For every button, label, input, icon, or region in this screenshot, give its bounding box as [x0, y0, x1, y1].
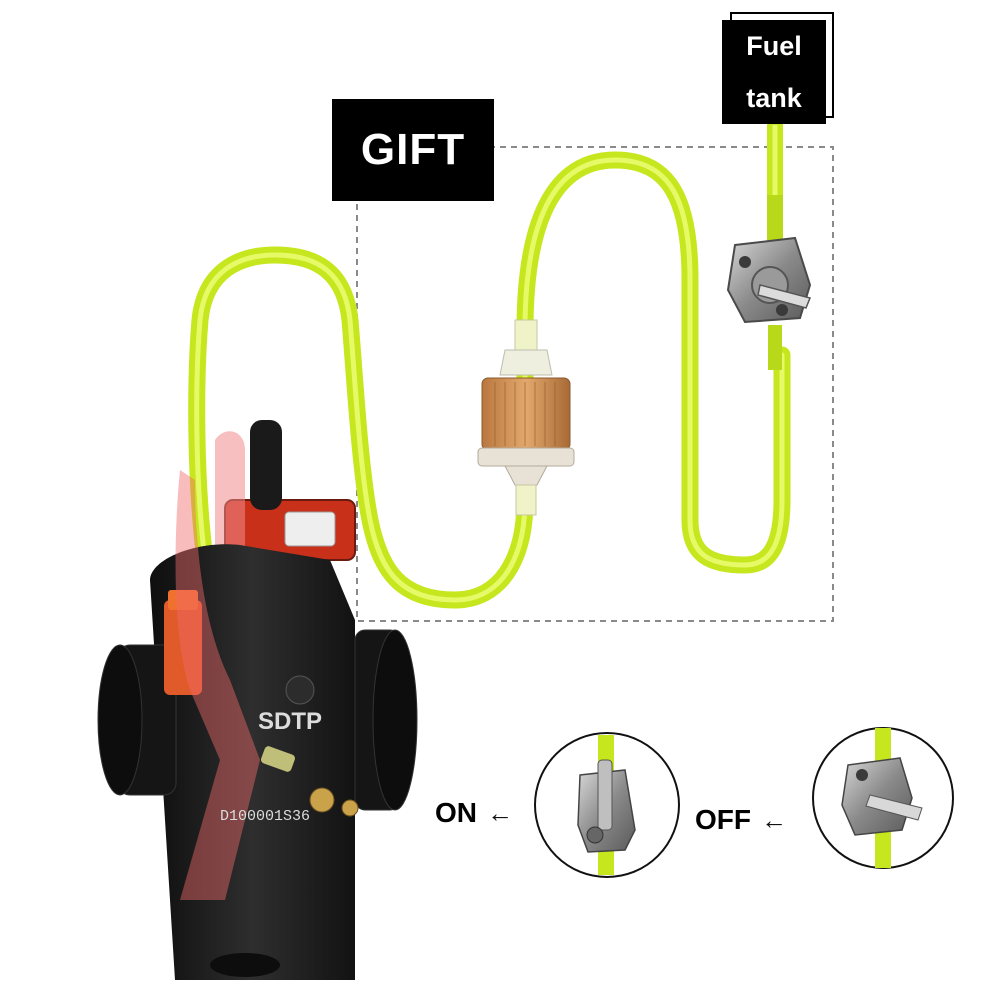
fuel-tank-label: Fuel tank — [722, 20, 826, 124]
left-arrow-icon: ← — [487, 797, 513, 828]
carburetor-brand-mark: SDTP — [258, 708, 322, 735]
on-caption: ON ← — [435, 797, 513, 829]
gift-label-text: GIFT — [360, 125, 466, 174]
carburetor — [97, 420, 418, 980]
on-label: ON — [435, 797, 477, 828]
left-arrow-icon: ← — [761, 804, 787, 835]
fuel-tank-label-line2: tank — [746, 83, 802, 113]
valve-on-inset — [534, 732, 680, 878]
inline-fuel-filter — [477, 319, 575, 516]
off-caption: OFF ← — [695, 804, 787, 836]
carburetor-model-code: D100001S36 — [220, 808, 310, 825]
fuel-petcock-valve — [726, 195, 812, 370]
valve-off-inset — [812, 727, 954, 869]
gift-label: GIFT — [332, 99, 494, 201]
fuel-tank-label-line1: Fuel — [746, 31, 802, 61]
gift-region-outline — [356, 146, 834, 622]
off-label: OFF — [695, 804, 751, 835]
